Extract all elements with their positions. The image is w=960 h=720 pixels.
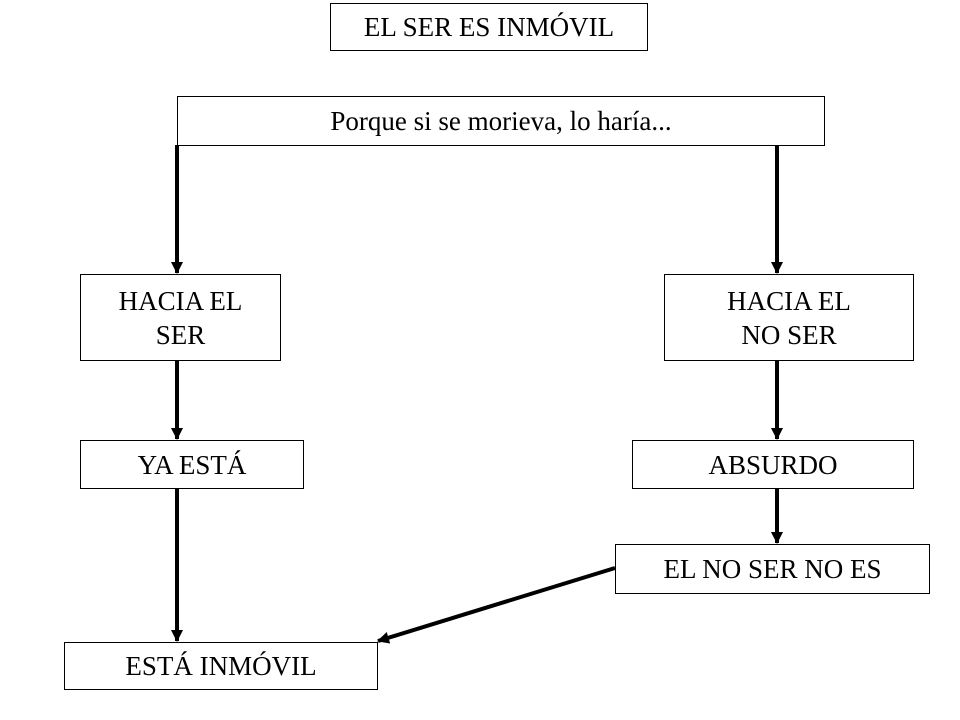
absurd-box: ABSURDO (632, 440, 914, 489)
toward-non-being-line1: HACIA EL (727, 285, 851, 316)
toward-being-line1: HACIA EL (118, 285, 243, 316)
already-is-box: YA ESTÁ (80, 440, 304, 489)
toward-being-box: HACIA EL SER (80, 274, 281, 361)
toward-being-line2: SER (155, 319, 206, 350)
toward-non-being-line2: NO SER (741, 319, 837, 350)
non-being-is-not-text: EL NO SER NO ES (663, 554, 882, 584)
arrow-non-being-is-not-to-motionless (377, 566, 616, 644)
motionless-box: ESTÁ INMÓVIL (64, 642, 378, 690)
title-text: EL SER ES INMÓVIL (363, 12, 615, 42)
premise-text: Porque si se morieva, lo haría... (330, 106, 672, 136)
premise-box: Porque si se morieva, lo haría... (177, 96, 825, 146)
title-box: EL SER ES INMÓVIL (330, 3, 648, 51)
absurd-text: ABSURDO (708, 449, 838, 480)
non-being-is-not-box: EL NO SER NO ES (615, 544, 930, 594)
motionless-text: ESTÁ INMÓVIL (125, 651, 317, 681)
toward-non-being-box: HACIA EL NO SER (664, 274, 914, 361)
already-is-text: YA ESTÁ (137, 449, 247, 480)
